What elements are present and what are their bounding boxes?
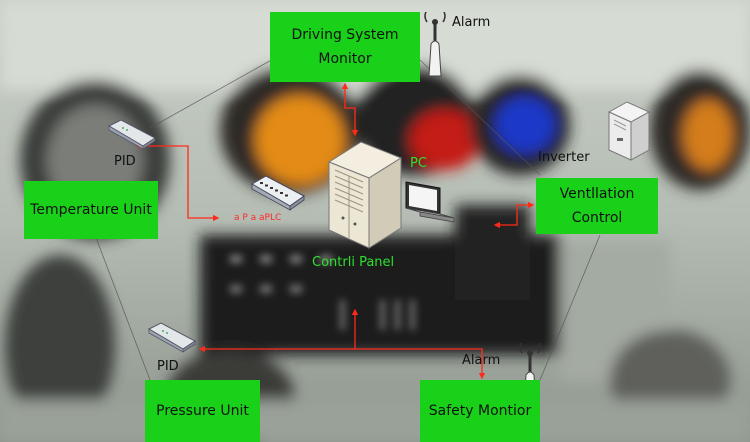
safety-monitor-label: Safety Montior [428, 403, 532, 419]
safety-monitor-node: Safety Montior [420, 380, 540, 442]
pid-label: PID [157, 359, 179, 374]
temperature-unit-node: Temperature Unit [24, 181, 158, 239]
ventilation-control-node: Ventllation Control [536, 178, 658, 234]
plc-label: a P a aPLC [234, 213, 282, 223]
pid-controller-icon [107, 119, 156, 150]
temperature-unit-label: Temperature Unit [30, 202, 152, 218]
ventilation-control-label: Ventllation Control [559, 186, 635, 226]
driving-system-monitor-label: Driving System Monitor [291, 27, 399, 67]
control-panel-label: Contrli Panel [312, 255, 395, 270]
driving-system-monitor-node: Driving System Monitor [270, 12, 420, 82]
inverter-label: Inverter [538, 150, 590, 165]
pid-label: PID [114, 154, 136, 169]
pc-label: PC [410, 156, 427, 171]
alarm-label: Alarm [462, 353, 501, 368]
alarm-tower-icon [424, 12, 446, 77]
pressure-unit-node: Pressure Unit [145, 380, 260, 442]
alarm-label: Alarm [452, 15, 491, 30]
pressure-unit-label: Pressure Unit [156, 403, 249, 419]
server-icon [327, 141, 403, 249]
laptop-icon [405, 181, 455, 223]
inverter-icon [607, 101, 651, 161]
pid-controller-icon [147, 322, 196, 353]
plc-module-icon [250, 175, 305, 211]
